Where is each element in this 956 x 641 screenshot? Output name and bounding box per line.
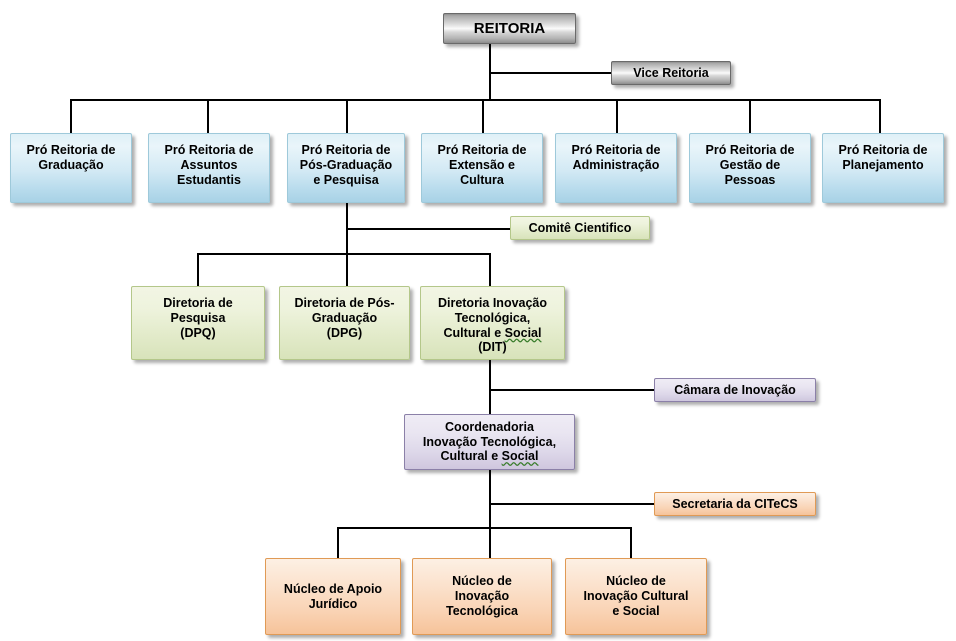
- node-nucleo-inovacao-cultural-social[interactable]: Núcleo de Inovação Cultural e Social: [565, 558, 707, 635]
- coordenadoria-line-3-prefix: Cultural e: [440, 449, 502, 464]
- node-secretaria-citecs[interactable]: Secretaria da CITeCS: [654, 492, 816, 516]
- node-label: Coordenadoria Inovação Tecnológica, Cult…: [423, 420, 556, 464]
- node-label: Diretoria Inovação Tecnológica, Cultural…: [438, 296, 547, 355]
- node-camara-inovacao[interactable]: Câmara de Inovação: [654, 378, 816, 402]
- connector-drop-pr2: [207, 99, 209, 133]
- node-reitoria[interactable]: REITORIA: [443, 13, 576, 44]
- connector-drop-pr5: [616, 99, 618, 133]
- connector-drop-nucleo3: [630, 527, 632, 558]
- node-diretoria-pesquisa[interactable]: Diretoria de Pesquisa (DPQ): [131, 286, 265, 360]
- node-label: Núcleo de Inovação Tecnológica: [445, 574, 518, 618]
- connector-drop-pr6: [749, 99, 751, 133]
- dit-line-4: (DIT): [478, 340, 507, 355]
- connector-drop-pr7: [879, 99, 881, 133]
- coordenadoria-line-1: Coordenadoria: [445, 419, 534, 434]
- connector-drop-dpq: [197, 253, 199, 286]
- node-pro-reitoria-gestao-pessoas[interactable]: Pró Reitoria de Gestão de Pessoas: [689, 133, 811, 203]
- connector-to-camara: [489, 389, 655, 391]
- coordenadoria-line-3-misspelled-word: Social: [501, 449, 539, 464]
- node-vice-reitoria[interactable]: Vice Reitoria: [611, 61, 731, 85]
- node-vice-reitoria-label: Vice Reitoria: [633, 65, 709, 80]
- node-pro-reitoria-assuntos-estudantis[interactable]: Pró Reitoria de Assuntos Estudantis: [148, 133, 270, 203]
- node-label: Pró Reitoria de Planejamento: [838, 143, 928, 172]
- connector-to-comite: [346, 228, 512, 230]
- node-reitoria-label: REITORIA: [473, 19, 546, 37]
- connector-level2-bus: [197, 253, 489, 255]
- dit-line-3-misspelled-word: Social: [504, 325, 542, 340]
- connector-level1-bus: [70, 99, 881, 101]
- connector-root-to-vice: [489, 72, 613, 74]
- node-pro-reitoria-graduacao[interactable]: Pró Reitoria de Graduação: [10, 133, 132, 203]
- dit-line-1: Diretoria Inovação: [437, 296, 548, 310]
- node-camara-inovacao-label: Câmara de Inovação: [674, 382, 796, 397]
- node-secretaria-citecs-label: Secretaria da CITeCS: [672, 496, 798, 511]
- node-pro-reitoria-planejamento[interactable]: Pró Reitoria de Planejamento: [822, 133, 944, 203]
- connector-drop-pr4: [482, 99, 484, 133]
- connector-coordenadoria-down: [489, 470, 491, 558]
- connector-to-secretaria: [489, 503, 655, 505]
- node-pro-reitoria-extensao-cultura[interactable]: Pró Reitoria de Extensão e Cultura: [421, 133, 543, 203]
- dit-line-3-prefix: Cultural e: [443, 325, 505, 340]
- node-nucleo-inovacao-tecnologica[interactable]: Núcleo de Inovação Tecnológica: [412, 558, 552, 635]
- node-pro-reitoria-administracao[interactable]: Pró Reitoria de Administração: [555, 133, 677, 203]
- node-comite-cientifico-label: Comitê Cientifico: [528, 220, 632, 235]
- coordenadoria-line-2: Inovação Tecnológica,: [422, 434, 557, 449]
- connector-drop-nucleo2: [489, 527, 491, 558]
- node-label: Diretoria de Pesquisa (DPQ): [163, 296, 233, 340]
- node-label: Pró Reitoria de Assuntos Estudantis: [164, 143, 254, 187]
- node-label: Pró Reitoria de Extensão e Cultura: [437, 143, 527, 187]
- node-label: Núcleo de Apoio Jurídico: [283, 581, 383, 611]
- node-label: Diretoria de Pós- Graduação (DPG): [294, 296, 395, 340]
- node-comite-cientifico[interactable]: Comitê Cientifico: [510, 216, 650, 240]
- node-label: Pró Reitoria de Graduação: [26, 143, 116, 172]
- node-nucleo-apoio-juridico[interactable]: Núcleo de Apoio Jurídico: [265, 558, 401, 635]
- connector-drop-pr3: [346, 99, 348, 133]
- node-coordenadoria-inovacao[interactable]: Coordenadoria Inovação Tecnológica, Cult…: [404, 414, 575, 470]
- node-diretoria-pos-graduacao[interactable]: Diretoria de Pós- Graduação (DPG): [279, 286, 410, 360]
- connector-dit-down: [489, 360, 491, 415]
- connector-drop-dpg: [346, 253, 348, 286]
- node-label: Pró Reitoria de Pós-Graduação e Pesquisa: [299, 143, 393, 187]
- dit-line-2: Tecnológica,: [454, 310, 531, 325]
- node-label: Núcleo de Inovação Cultural e Social: [583, 574, 689, 618]
- node-pro-reitoria-pos-graduacao-pesquisa[interactable]: Pró Reitoria de Pós-Graduação e Pesquisa: [287, 133, 405, 203]
- connector-level4-bus: [337, 527, 632, 529]
- connector-drop-dit: [489, 253, 491, 286]
- connector-drop-nucleo1: [337, 527, 339, 558]
- connector-pr3-down: [346, 203, 348, 286]
- node-diretoria-inovacao-tecnologica-cultural-social[interactable]: Diretoria Inovação Tecnológica, Cultural…: [420, 286, 565, 360]
- connector-drop-pr1: [70, 99, 72, 133]
- node-label: Pró Reitoria de Gestão de Pessoas: [705, 143, 795, 187]
- node-label: Pró Reitoria de Administração: [571, 143, 661, 172]
